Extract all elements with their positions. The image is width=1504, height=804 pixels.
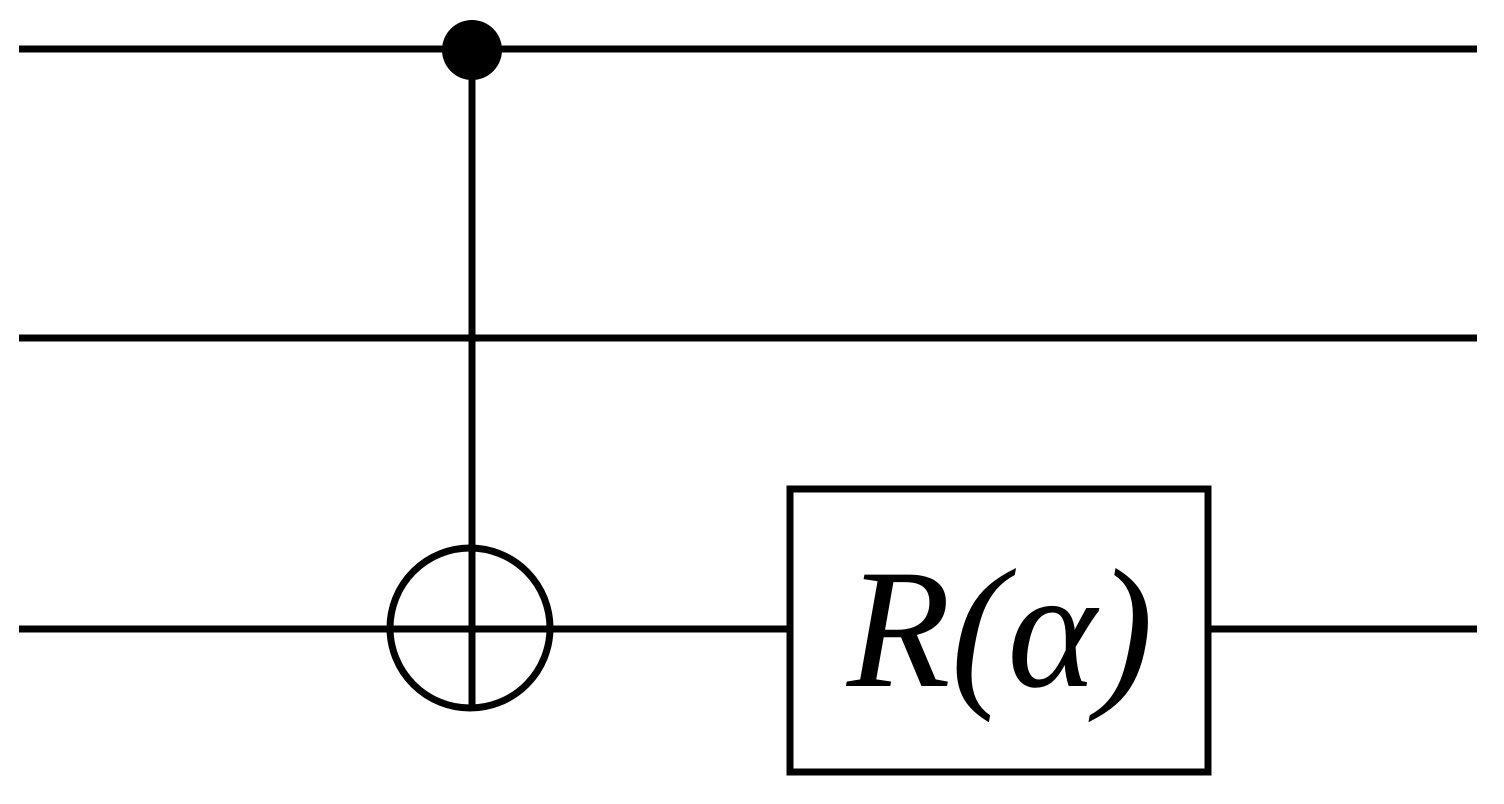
- rotation-gate-label: R(α): [846, 535, 1153, 723]
- cnot-control-dot: [442, 20, 502, 80]
- rotation-gate-box: [786, 485, 1212, 776]
- cnot-gate: [386, 20, 554, 712]
- rotation-gate: R(α): [786, 485, 1212, 776]
